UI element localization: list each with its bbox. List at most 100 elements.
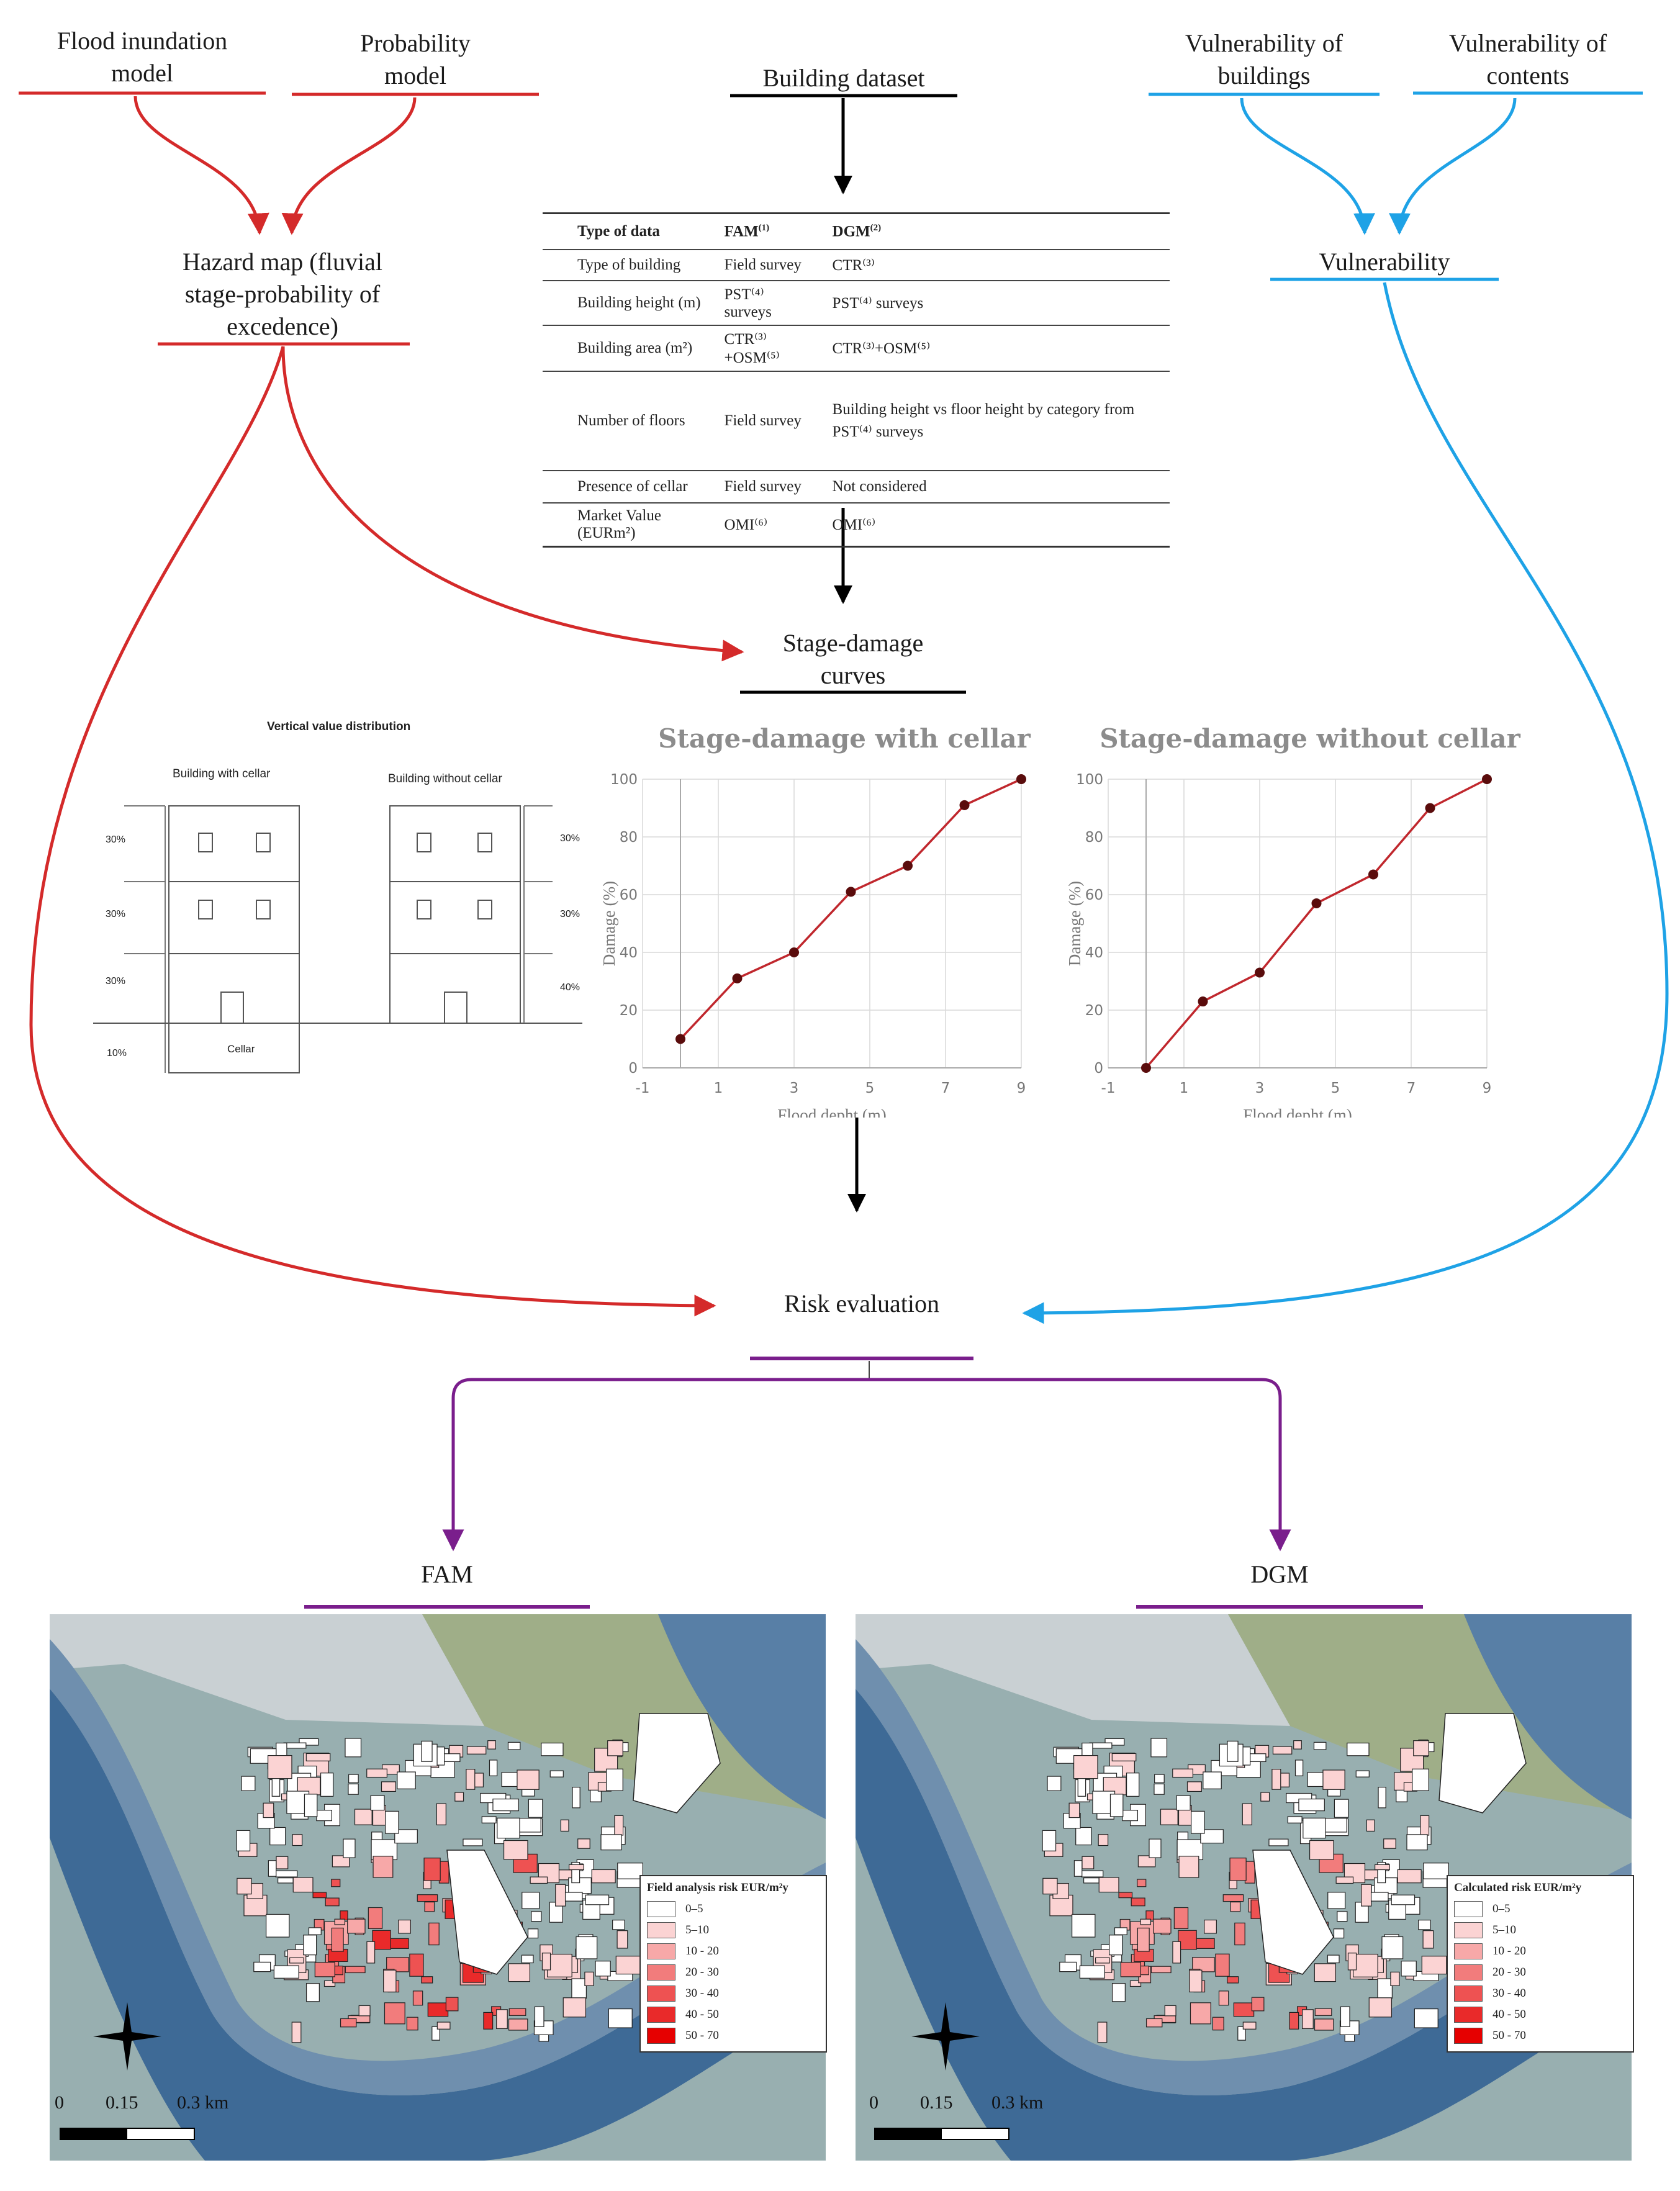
building <box>1422 1930 1434 1949</box>
building <box>1150 1966 1172 1974</box>
building <box>1313 1742 1327 1750</box>
legend-swatch <box>1454 1901 1483 1917</box>
legend-label: 30 - 40 <box>1493 1987 1526 2000</box>
building <box>1293 1740 1302 1750</box>
building <box>1073 1755 1098 1779</box>
building <box>1178 1856 1199 1878</box>
building <box>507 1742 521 1750</box>
legend-label: 5–10 <box>1493 1923 1516 1936</box>
building <box>606 1768 623 1791</box>
table-cell: Building area (m²) <box>543 325 712 372</box>
data-point <box>1141 1063 1151 1073</box>
building <box>253 1961 271 1972</box>
y-tick-label: 100 <box>1076 772 1103 788</box>
legend-item: 0–5 <box>647 1899 820 1920</box>
building <box>305 1753 331 1761</box>
building <box>406 2017 418 2031</box>
building <box>1153 1918 1172 1934</box>
river <box>50 1689 826 2161</box>
building <box>1381 1936 1404 1959</box>
legend-label: 20 - 30 <box>1493 1966 1526 1979</box>
legend-title: Field analysis risk EUR/m²y <box>647 1881 788 1894</box>
risk-evaluation-label: Risk evaluation <box>784 1290 939 1317</box>
building <box>595 1961 611 1977</box>
x-axis-label: Flood depht (m) <box>777 1106 887 1118</box>
data-point <box>1482 774 1492 784</box>
building <box>1149 1838 1162 1858</box>
building <box>1172 1768 1193 1778</box>
legend-label: 5–10 <box>685 1923 709 1936</box>
building <box>1249 1753 1267 1763</box>
building <box>267 1755 292 1779</box>
building <box>1204 1919 1217 1934</box>
building <box>1137 1879 1147 1887</box>
building <box>436 2022 451 2030</box>
building <box>386 1957 409 1972</box>
building <box>492 1799 519 1812</box>
building <box>1370 1892 1389 1902</box>
building <box>1227 1740 1239 1762</box>
building <box>1154 1783 1165 1795</box>
building <box>1314 2008 1332 2016</box>
building <box>528 1799 543 1818</box>
building <box>372 1930 391 1950</box>
data-point <box>1311 898 1322 908</box>
building <box>1122 1810 1139 1822</box>
building <box>1222 1894 1244 1902</box>
vulnerability-to-risk-arrow <box>1022 282 1669 1324</box>
x-axis-label: Flood depht (m) <box>1243 1106 1352 1118</box>
building <box>1173 1907 1189 1929</box>
building <box>412 1990 423 2006</box>
building <box>487 1740 496 1750</box>
table-cell: PST⁽⁴⁾ surveys <box>820 281 1170 326</box>
legend-item: 5–10 <box>647 1920 820 1941</box>
scale-label-0: 0 <box>55 2092 64 2113</box>
x-tick-label: 1 <box>1180 1080 1189 1096</box>
building <box>1271 1769 1281 1790</box>
y-tick-label: 100 <box>610 772 638 788</box>
building <box>424 1901 435 1912</box>
flood-to-hazard-arrow <box>133 96 269 235</box>
x-tick-label: 9 <box>1017 1080 1026 1096</box>
building <box>320 1773 334 1797</box>
legend-swatch <box>647 1964 675 1981</box>
building <box>466 1769 476 1790</box>
building <box>617 1863 643 1879</box>
building <box>427 2002 449 2017</box>
legend-item: 0–5 <box>1454 1899 1627 1920</box>
legend-item: 30 - 40 <box>647 1983 820 2004</box>
building <box>340 2018 357 2028</box>
building <box>237 1877 252 1895</box>
building <box>497 1817 520 1839</box>
legend-swatch <box>1454 1943 1483 1959</box>
building <box>1081 1870 1104 1877</box>
building <box>1154 1774 1165 1784</box>
building <box>1251 1997 1265 2012</box>
building <box>1383 1838 1396 1849</box>
building <box>555 1884 566 1907</box>
building <box>431 2026 440 2041</box>
vuln-buildings-to-vulnerability-arrow <box>1240 97 1375 235</box>
building <box>1314 1963 1337 1982</box>
large-building <box>1438 1713 1527 1814</box>
building <box>1098 1834 1109 1846</box>
legend-item: 20 - 30 <box>647 1962 820 1983</box>
building <box>373 1856 394 1878</box>
series-line <box>679 778 1022 1040</box>
building <box>1414 2008 1438 2028</box>
building <box>271 1777 281 1797</box>
dgm-label: DGM <box>1250 1560 1309 1588</box>
y-axis-label: Damage (%) <box>1068 881 1084 966</box>
y-tick-label: 20 <box>1085 1003 1103 1019</box>
legend-label: 10 - 20 <box>1493 1945 1526 1958</box>
building <box>394 1829 418 1844</box>
building <box>1111 1753 1137 1761</box>
table-cell: Field survey <box>711 471 820 504</box>
building <box>1237 2026 1246 2041</box>
building <box>1145 2018 1163 2028</box>
series-line <box>1145 778 1488 1069</box>
building <box>1420 1815 1430 1836</box>
